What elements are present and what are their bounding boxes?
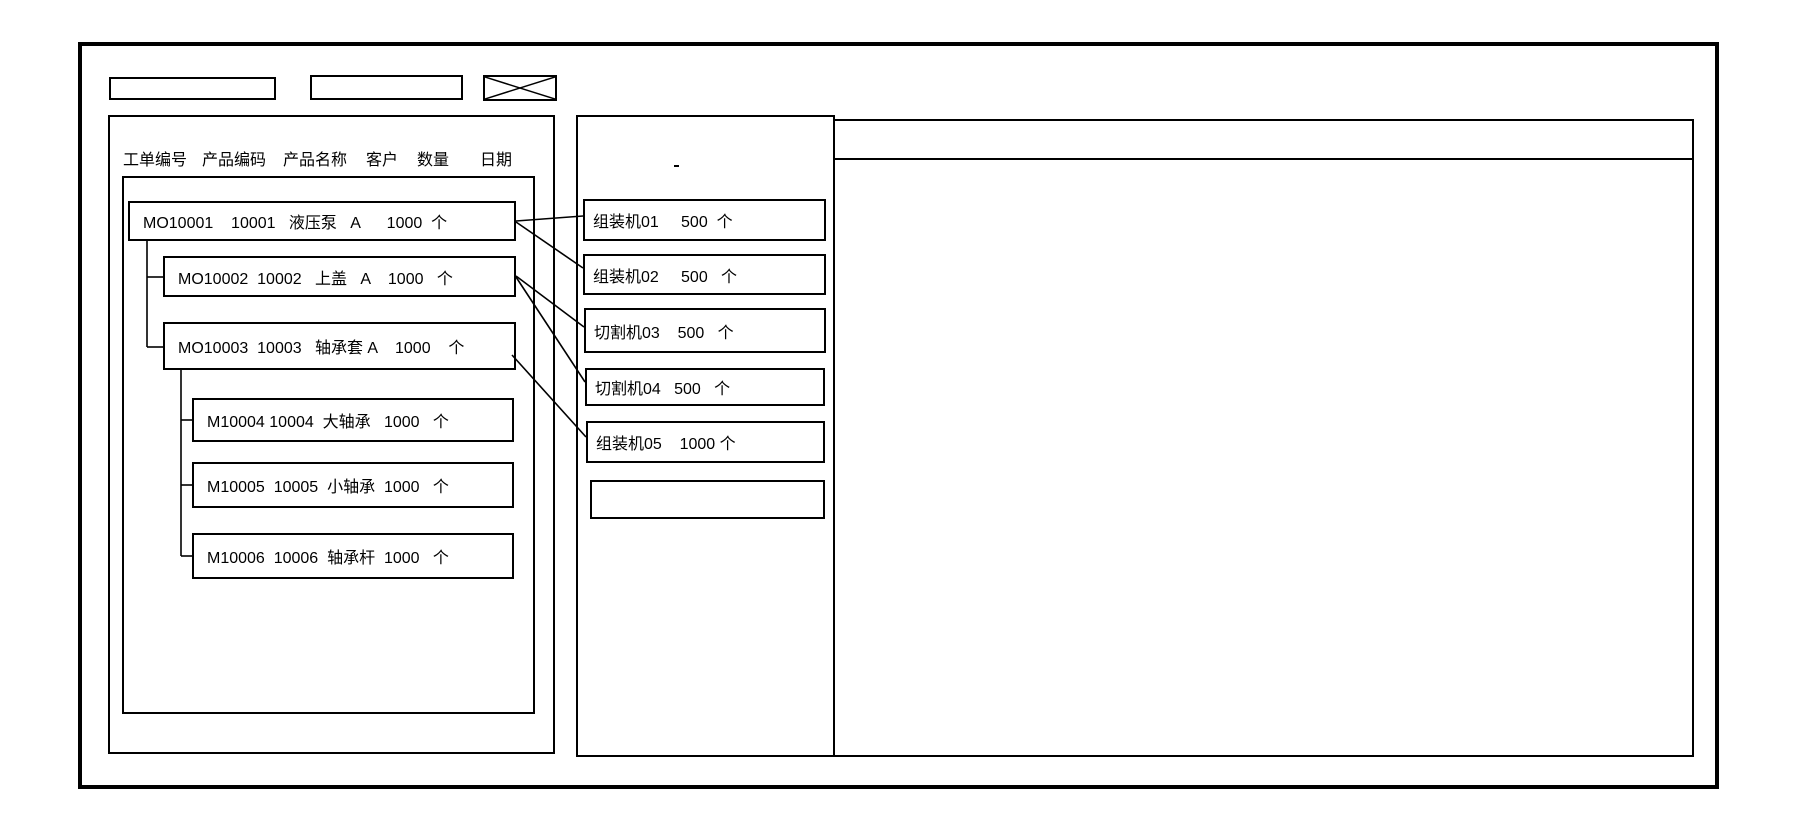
column-label-product-name: 产品名称: [283, 152, 348, 169]
machine-item-zzj05[interactable]: 组装机05 1000 个: [586, 421, 825, 463]
work-order-item-m10004[interactable]: M10004 10004 大轴承 1000 个: [192, 398, 514, 442]
column-label-date: 日期: [480, 152, 513, 169]
machine-item-qgj03[interactable]: 切割机03 500 个: [584, 308, 826, 353]
machine-item-zzj01[interactable]: 组装机01 500 个: [583, 199, 826, 241]
column-label-order-no: 工单编号: [123, 152, 188, 169]
work-order-item-m10005[interactable]: M10005 10005 小轴承 1000 个: [192, 462, 514, 508]
machine-item-qgj04[interactable]: 切割机04 500 个: [585, 368, 825, 406]
work-order-item-mo10001[interactable]: MO10001 10001 液压泵 A 1000 个: [128, 201, 516, 241]
column-label-customer: 客户: [366, 152, 399, 169]
schedule-panel: [835, 119, 1694, 757]
machine-item-zzj02[interactable]: 组装机02 500 个: [583, 254, 826, 295]
work-order-item-m10006[interactable]: M10006 10006 轴承杆 1000 个: [192, 533, 514, 579]
toolbar-field-1[interactable]: [109, 77, 276, 100]
work-orders-column-header: 工单编号 产品编码 产品名称 客户 数量 日期: [0, 146, 555, 169]
toolbar-field-2[interactable]: [310, 75, 463, 100]
close-x-icon: [485, 77, 555, 99]
dot-mark: [674, 165, 679, 167]
column-label-qty: 数量: [417, 152, 450, 169]
close-button[interactable]: [483, 75, 557, 101]
work-order-item-mo10003[interactable]: MO10003 10003 轴承套 A 1000 个: [163, 322, 516, 370]
column-label-product-code: 产品编码: [202, 152, 267, 169]
schedule-header-row: [835, 121, 1692, 160]
work-order-item-mo10002[interactable]: MO10002 10002 上盖 A 1000 个: [163, 256, 516, 297]
machine-item-empty[interactable]: [590, 480, 825, 519]
